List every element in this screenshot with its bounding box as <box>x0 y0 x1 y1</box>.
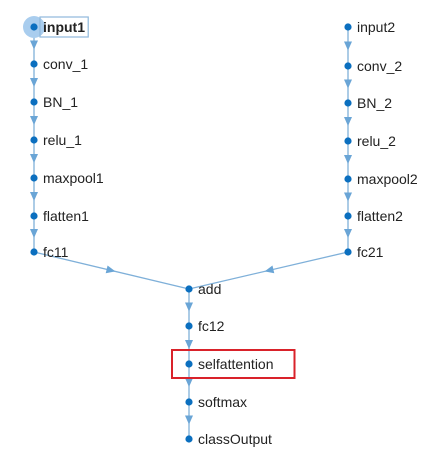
node-input2[interactable]: input2 <box>344 19 395 35</box>
edge-BN_1-to-relu_1 <box>30 102 38 140</box>
edge-conv_1-to-BN_1 <box>30 64 38 102</box>
node-conv_2[interactable]: conv_2 <box>344 58 402 74</box>
edge-relu_2-to-maxpool2 <box>344 141 352 179</box>
node-dot[interactable] <box>30 248 38 256</box>
node-label: BN_1 <box>43 94 78 110</box>
nodes-layer: input1 conv_1BN_1 relu_1 maxpool1 flatten1 fc… <box>23 16 418 447</box>
edge-arrow <box>185 340 193 349</box>
edge-input2-to-conv_2 <box>344 27 352 66</box>
node-classOutput[interactable]: classOutput <box>185 431 272 447</box>
node-softmax[interactable]: softmax <box>185 394 247 410</box>
node-label: flatten1 <box>43 208 89 224</box>
node-dot[interactable] <box>185 360 193 368</box>
edge-arrow <box>344 155 352 164</box>
edge-softmax-to-classOutput <box>185 402 193 439</box>
node-label: conv_2 <box>357 58 402 74</box>
edge-arrow <box>30 40 38 50</box>
edge-arrow <box>185 415 193 425</box>
node-flatten2[interactable]: flatten2 <box>344 208 403 224</box>
edge-arrow <box>185 302 193 312</box>
edge-add-to-fc12 <box>185 289 193 326</box>
node-label: classOutput <box>198 431 272 447</box>
edge-flatten1-to-fc11 <box>30 216 38 252</box>
edge-arrow <box>30 229 38 238</box>
node-dot[interactable] <box>344 62 352 70</box>
edge-arrow <box>30 78 38 87</box>
node-label: add <box>198 281 221 297</box>
edge-relu_1-to-maxpool1 <box>30 140 38 178</box>
edge-conv_2-to-BN_2 <box>344 66 352 103</box>
node-label: BN_2 <box>357 95 392 111</box>
node-maxpool1[interactable]: maxpool1 <box>30 170 104 186</box>
node-label: conv_1 <box>43 56 88 72</box>
node-dot[interactable] <box>344 23 352 31</box>
node-BN_2[interactable]: BN_2 <box>344 95 392 111</box>
node-label: input2 <box>357 19 395 35</box>
node-add[interactable]: add <box>185 281 221 297</box>
node-dot[interactable] <box>344 99 352 107</box>
node-dot[interactable] <box>30 60 38 68</box>
edge-arrow <box>344 192 352 202</box>
edge-flatten2-to-fc21 <box>344 216 352 252</box>
edge-fc21-to-add <box>188 251 349 290</box>
edge-fc12-to-selfattention <box>185 326 193 364</box>
edge-maxpool2-to-flatten2 <box>344 179 352 216</box>
edge-arrow <box>344 79 352 89</box>
node-fc12[interactable]: fc12 <box>185 318 225 334</box>
node-flatten1[interactable]: flatten1 <box>30 208 89 224</box>
node-dot[interactable] <box>30 98 38 106</box>
edge-arrow <box>30 192 38 201</box>
node-label: fc21 <box>357 244 384 260</box>
node-relu_1[interactable]: relu_1 <box>30 132 82 148</box>
edge-maxpool1-to-flatten1 <box>30 178 38 216</box>
edge-fc11-to-add <box>33 251 190 290</box>
node-dot[interactable] <box>344 248 352 256</box>
edge-arrow <box>344 117 352 126</box>
node-label: selfattention <box>198 356 274 372</box>
edge-arrow <box>264 265 275 274</box>
node-dot[interactable] <box>185 398 193 406</box>
node-dot[interactable] <box>30 174 38 182</box>
node-conv_1[interactable]: conv_1 <box>30 56 88 72</box>
edge-arrow <box>30 116 38 125</box>
node-maxpool2[interactable]: maxpool2 <box>344 171 418 187</box>
highlight-box <box>171 349 296 379</box>
node-dot[interactable] <box>30 136 38 144</box>
edge-arrow <box>344 41 352 51</box>
edge-BN_2-to-relu_2 <box>344 103 352 141</box>
node-dot[interactable] <box>185 435 193 443</box>
node-label: relu_1 <box>43 132 82 148</box>
node-label: relu_2 <box>357 133 396 149</box>
node-dot[interactable] <box>30 23 38 31</box>
node-dot[interactable] <box>185 322 193 330</box>
edge-selfattention-to-softmax <box>185 364 193 402</box>
node-fc21[interactable]: fc21 <box>344 244 384 260</box>
node-dot[interactable] <box>344 137 352 145</box>
node-dot[interactable] <box>185 285 193 293</box>
node-BN_1[interactable]: BN_1 <box>30 94 78 110</box>
edge-arrow <box>105 265 116 274</box>
node-label: softmax <box>198 394 247 410</box>
edge-arrow <box>30 154 38 163</box>
edge-arrow <box>185 378 193 387</box>
node-label: maxpool1 <box>43 170 104 186</box>
node-relu_2[interactable]: relu_2 <box>344 133 396 149</box>
node-dot[interactable] <box>344 212 352 220</box>
edges-layer <box>30 27 352 439</box>
node-fc11[interactable]: fc11 <box>30 244 69 260</box>
selection-box <box>39 16 89 38</box>
node-dot[interactable] <box>344 175 352 183</box>
edge-arrow <box>344 229 352 238</box>
node-label: flatten2 <box>357 208 403 224</box>
node-label: maxpool2 <box>357 171 418 187</box>
node-dot[interactable] <box>30 212 38 220</box>
node-label: input1 <box>43 19 85 35</box>
node-input1[interactable]: input1 <box>23 16 89 38</box>
node-label: fc12 <box>198 318 225 334</box>
node-label: fc11 <box>43 244 69 260</box>
node-selfattention[interactable]: selfattention <box>171 349 296 379</box>
